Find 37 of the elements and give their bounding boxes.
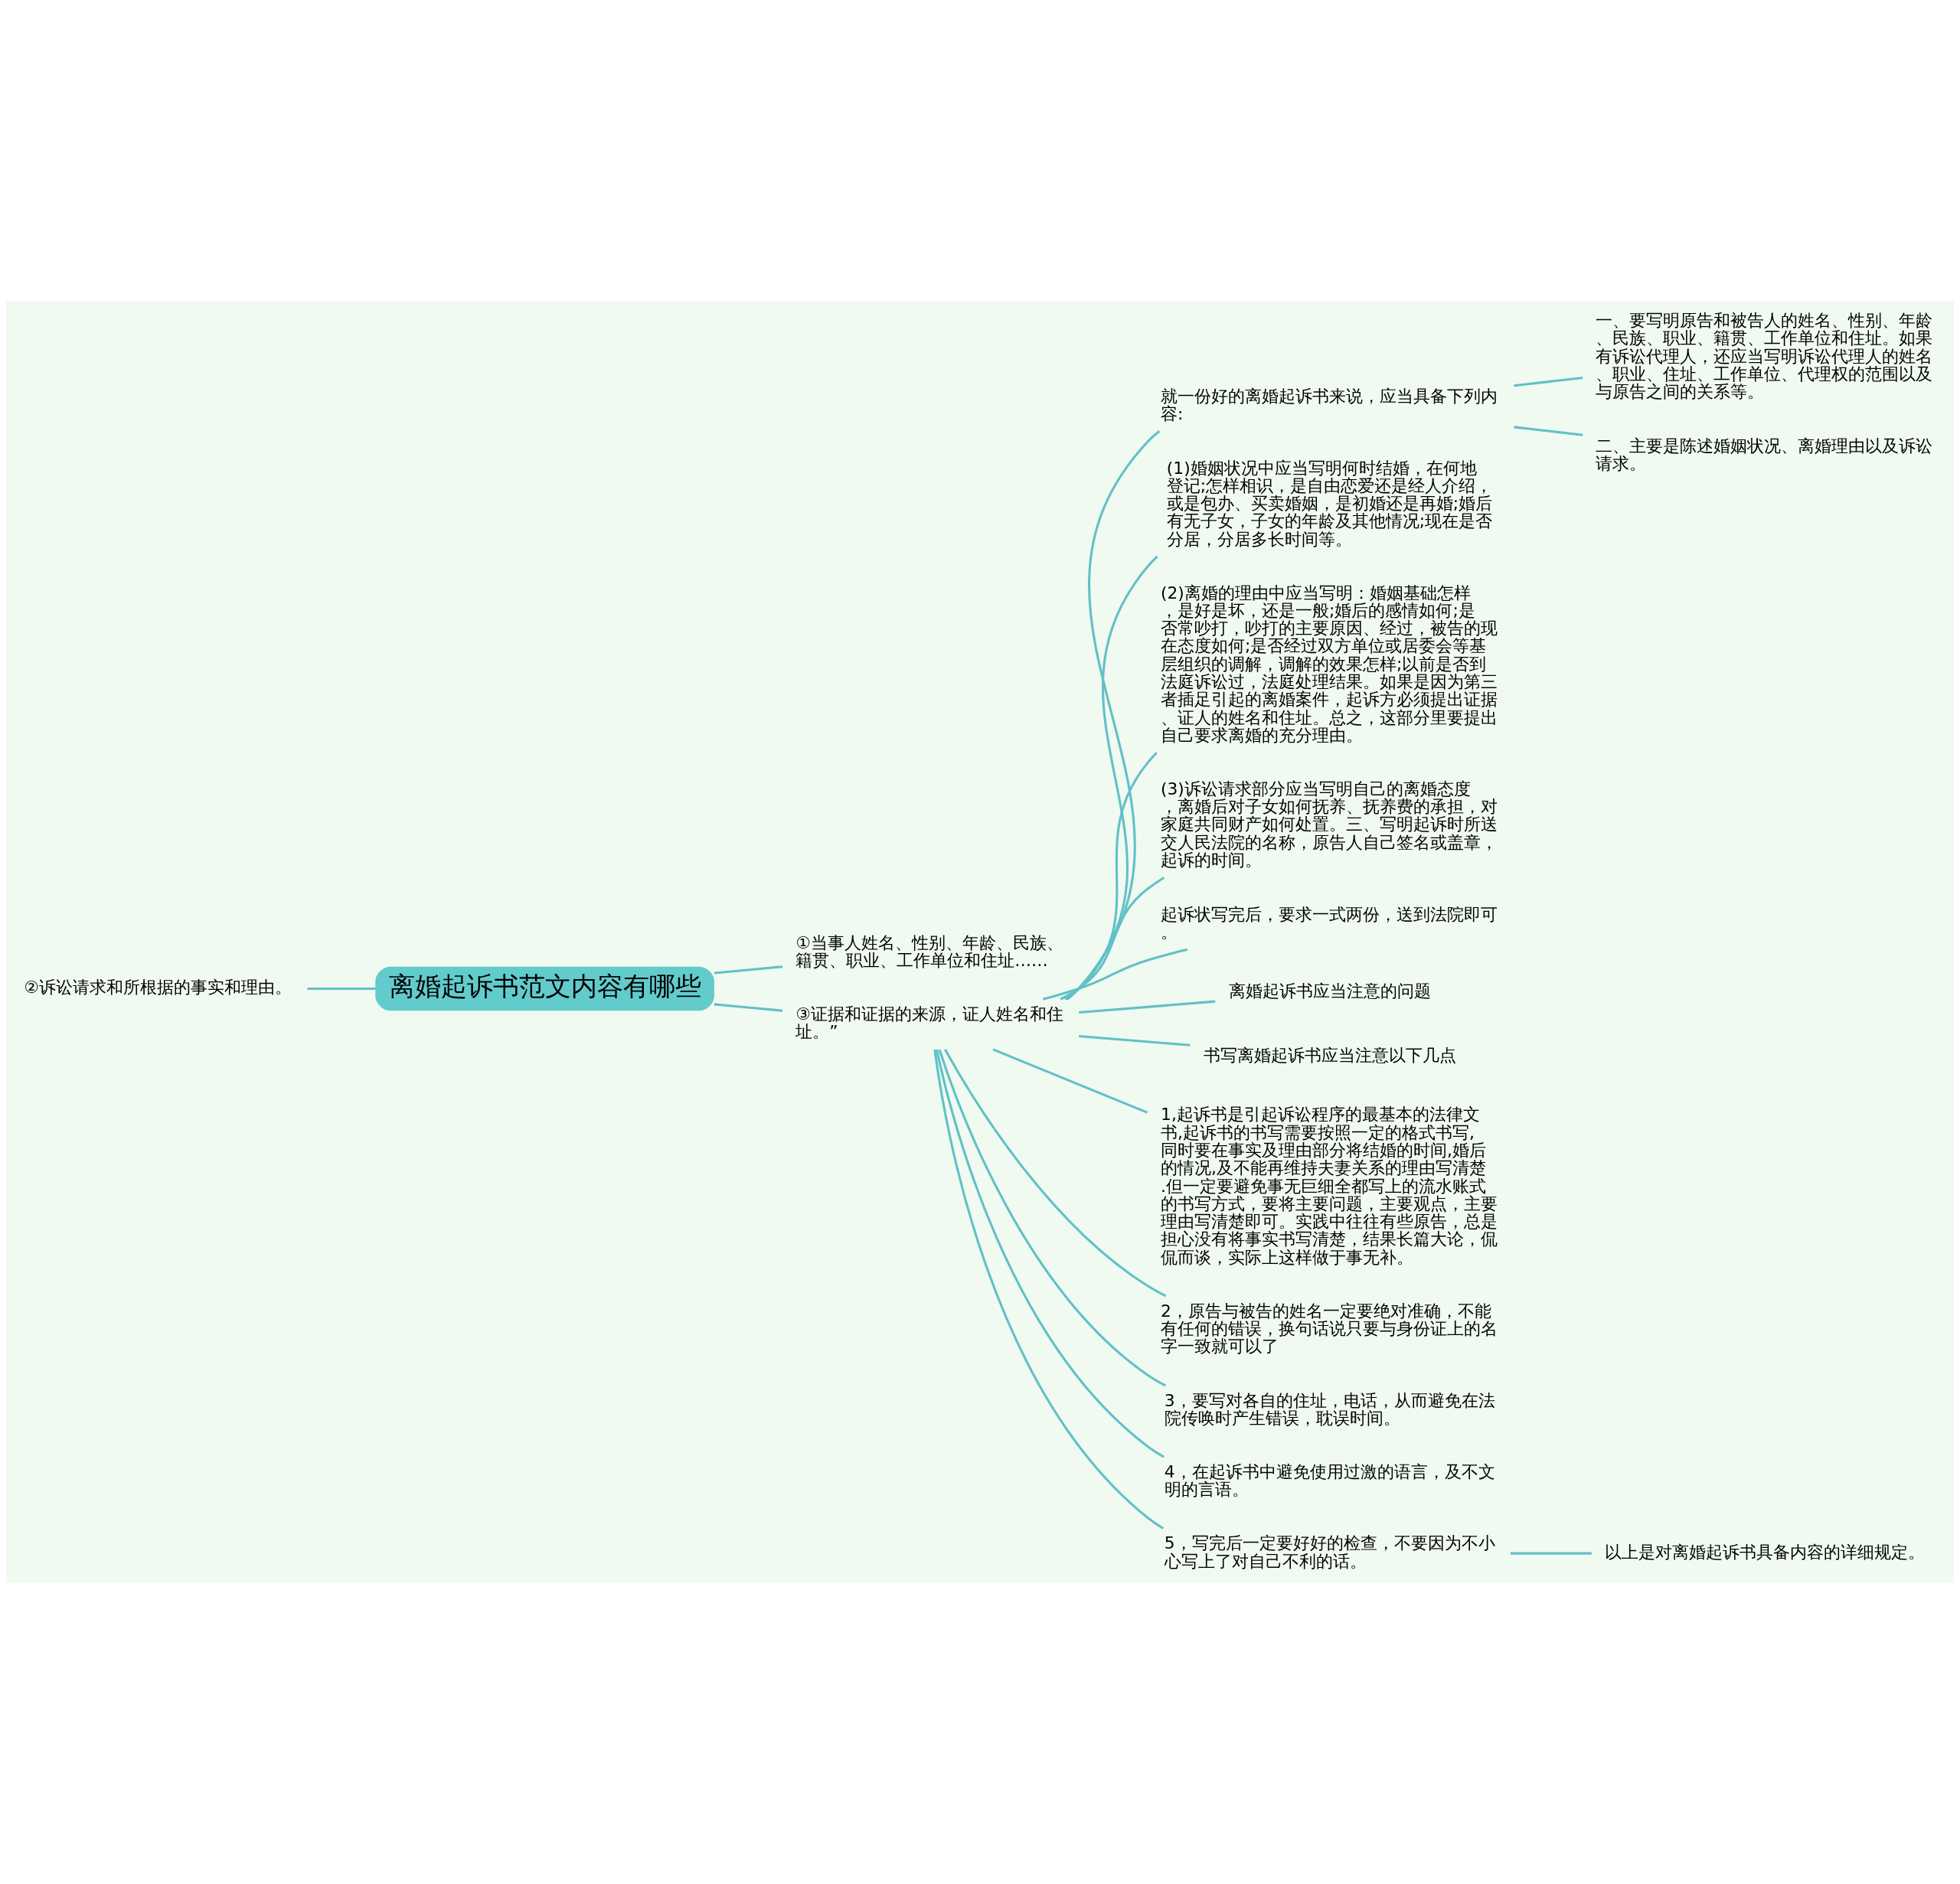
node-text: ①当事人姓名、性别、年龄、民族、籍贯、职业、工作单位和住址…… bbox=[795, 932, 1063, 971]
connector bbox=[936, 1049, 1165, 1458]
node-text: 4，在起诉书中避免使用过激的语言，及不文明的言语。 bbox=[1164, 1462, 1495, 1500]
node-text: 二、主要是陈述婚姻状况、离婚理由以及诉讼请求。 bbox=[1596, 436, 1933, 474]
node-text: (2)离婚的理由中应当写明：婚姻基础怎样，是好是坏，还是一般;婚后的感情如何;是否常吵打，吵打的主要原因、经过，被告的现在态度如何;是否经过双方单位或居委会等基层组织的调解，调解的效果怎样;以前是否到法庭诉讼过，法庭处理结果。如果是因为第三者插足引起的离婚案件，起诉方必须提出证据、证人的姓名和住址。总之，这部分里要提出自己要求离婚的充分理由。 bbox=[1161, 583, 1498, 745]
connector bbox=[1060, 877, 1165, 1001]
connector bbox=[1066, 555, 1158, 1001]
node-text: ③证据和证据的来源，证人姓名和住址。” bbox=[795, 1004, 1063, 1042]
node-box: 离婚起诉书范文内容有哪些 bbox=[375, 966, 714, 1011]
node-text: ②诉讼请求和所根据的事实和理由。 bbox=[24, 978, 292, 998]
connector bbox=[1510, 1552, 1592, 1555]
connector bbox=[933, 1049, 1165, 1530]
node-text: 书写离婚起诉书应当注意以下几点 bbox=[1203, 1045, 1456, 1065]
connector bbox=[714, 965, 783, 975]
connector bbox=[1514, 426, 1583, 436]
node-text: 1,起诉书是引起诉讼程序的最基本的法律文书,起诉书的书写需要按照一定的格式书写,同时要在事实及理由部分将结婚的时间,婚后的情况,及不能再维持夫妻关系的理由写清楚.但一定要避免事无巨细全都写上的流水账式的书写方式，要将主要问题，主要观点，主要理由写清楚即可。实践中往往有些原告，总是担心没有将事实书写清楚，结果长篇大论，侃侃而谈，实际上这样做于事无补。 bbox=[1161, 1105, 1498, 1267]
connector bbox=[1514, 377, 1583, 387]
node-text: 5，写完后一定要好好的检查，不要因为不小心写上了对自己不利的话。 bbox=[1164, 1533, 1495, 1571]
connector bbox=[1066, 429, 1161, 1001]
node-text: (3)诉讼请求部分应当写明自己的离婚态度，离婚后对子女如何抚养、抚养费的承担，对家庭共同财产如何处置。三、写明起诉时所送交人民法院的名称，原告人自己签名或盖章，起诉的时间。 bbox=[1161, 779, 1498, 870]
node-text: 起诉状写完后，要求一式两份，送到法院即可。 bbox=[1161, 904, 1498, 942]
node-text: 离婚起诉书应当注意的问题 bbox=[1228, 981, 1431, 1001]
node-text: (1)婚姻状况中应当写明何时结婚，在何地登记;怎样相识，是自由恋爱还是经人介绍，或是包办、买卖婚姻，是初婚还是再婚;婚后有无子女，子女的年龄及其他情况;现在是否分居，分居多长时间等。 bbox=[1166, 458, 1493, 549]
node-text: 就一份好的离婚起诉书来说，应当具备下列内容: bbox=[1161, 386, 1498, 423]
connector bbox=[1064, 752, 1158, 1001]
node-text: 一、要写明原告和被告人的姓名、性别、年龄、民族、职业、籍贯、工作单位和住址。如果有诉讼代理人，还应当写明诉讼代理人的姓名、职业、住址、工作单位、代理权的范围以及与原告之间的关系等。 bbox=[1596, 310, 1933, 402]
connector bbox=[1042, 948, 1188, 1001]
node-text: 以上是对离婚起诉书具备内容的详细规定。 bbox=[1605, 1542, 1926, 1562]
connector bbox=[714, 1003, 783, 1012]
node-text: 2，原告与被告的姓名一定要绝对准确，不能有任何的错误，换句话说只要与身份证上的名字一致就可以了 bbox=[1161, 1301, 1498, 1357]
connector bbox=[1078, 1000, 1216, 1014]
connector bbox=[307, 987, 376, 990]
connector bbox=[944, 1049, 1167, 1298]
connector bbox=[1078, 1035, 1191, 1046]
connector bbox=[938, 1049, 1167, 1387]
connector bbox=[992, 1048, 1148, 1114]
node-text: 3，要写对各自的住址，电话，从而避免在法院传唤时产生错误，耽误时间。 bbox=[1164, 1390, 1495, 1429]
